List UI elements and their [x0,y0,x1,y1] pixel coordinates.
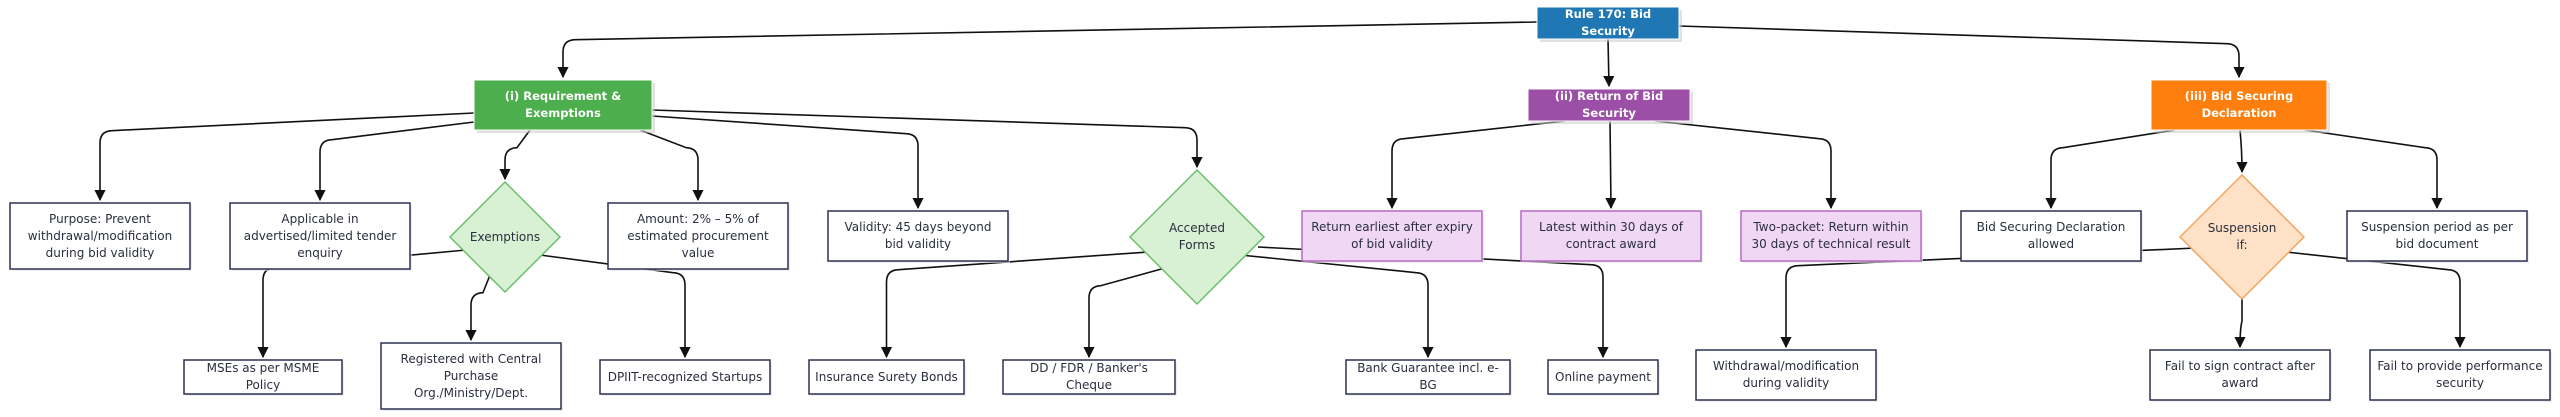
edge-requirement-to-exemptions [499,129,531,181]
node-accepted-forms[interactable]: Accepted Forms [1169,220,1225,252]
edge-suspension-if-to-fail-sign [2234,299,2246,349]
edge-accepted-forms-to-dd-fdr [1083,267,1166,359]
shape-suspension-period [2346,210,2528,262]
shapes-layer [9,6,2552,411]
node-suspension-if[interactable]: Suspension if: [2207,220,2277,252]
shape-fail-sign [2149,349,2331,401]
shape-bank-guarantee [1345,359,1511,395]
shape-requirement [473,79,653,131]
shape-online-payment [1547,359,1659,395]
shape-amount [607,202,789,270]
edge-suspension-if-to-withdrawal [1780,247,2197,349]
edge-accepted-forms-to-online-payment [1257,246,1609,359]
shape-validity [827,210,1009,262]
node-return-earliest[interactable]: Return earliest after expiry of bid vali… [1311,220,1473,251]
edge-declaration-to-suspension-if [2236,129,2248,174]
edge-accepted-forms-to-insurance [880,251,1149,359]
node-dpiit-startups[interactable]: DPIIT-recognized Startups [607,369,763,384]
node-amount[interactable]: Amount: 2% – 5% of estimated procurement… [627,211,769,260]
node-withdrawal-modification[interactable]: Withdrawal/modification during validity [1712,359,1860,390]
shape-root [1536,6,1680,40]
node-suspension-period[interactable]: Suspension period as per bid document [2361,220,2513,251]
edge-suspension-if-to-fail-performance [2285,251,2466,349]
node-rule-170-bid-security[interactable]: Rule 170: Bid Security [1564,7,1652,38]
edge-requirement-to-applicable [314,121,475,202]
shape-two-packet [1740,210,1922,262]
node-requirement-exemptions[interactable]: (i) Requirement & Exemptions [504,89,622,120]
node-validity[interactable]: Validity: 45 days beyond bid validity [844,220,992,251]
node-fail-performance-security[interactable]: Fail to provide performance security [2377,359,2543,390]
edges-layer [94,21,2466,359]
shape-return [1527,88,1691,122]
shape-withdrawal [1695,349,1877,401]
shape-latest-30 [1520,210,1702,262]
edge-declaration-to-suspension-period [2304,129,2443,210]
node-two-packet-return[interactable]: Two-packet: Return within 30 days of tec… [1751,220,1911,251]
edge-requirement-to-amount [639,129,704,202]
shape-suspension-if [2178,173,2306,301]
edge-exemptions-to-registered [465,274,491,342]
node-insurance-surety-bonds[interactable]: Insurance Surety Bonds [815,369,958,384]
node-latest-within-30-days[interactable]: Latest within 30 days of contract award [1539,220,1683,251]
shape-applicable [229,202,411,270]
node-purpose[interactable]: Purpose: Prevent withdrawal/modification… [27,211,173,260]
edge-root-to-return [1603,38,1615,88]
edge-requirement-to-accepted-forms [651,109,1203,169]
edge-requirement-to-validity [651,115,924,210]
node-exemptions[interactable]: Exemptions [469,229,541,244]
edge-return-to-return-earliest [1386,120,1566,210]
edge-exemptions-to-dpiit [539,254,691,359]
shape-dpiit [599,359,771,395]
edge-accepted-forms-to-bank-guarantee [1239,254,1434,359]
node-dd-fdr-bankers-cheque[interactable]: DD / FDR / Banker's Cheque [1030,361,1148,392]
edge-root-to-declaration [1678,25,2245,79]
node-return-of-bid-security[interactable]: (ii) Return of Bid Security [1554,89,1664,120]
shape-registered [380,342,562,410]
node-mses[interactable]: MSEs as per MSME Policy [206,361,320,392]
shape-mses [183,359,343,395]
edge-root-to-requirement [557,21,1538,79]
node-bid-securing-declaration[interactable]: (iii) Bid Securing Declaration [2184,89,2294,120]
edge-return-to-two-packet [1654,120,1837,210]
shape-declaration [2150,79,2328,131]
edge-return-to-latest-30 [1605,120,1617,210]
shape-return-earliest [1301,210,1483,262]
edge-requirement-to-purpose [94,112,475,202]
shape-exemptions [448,180,562,294]
node-bank-guarantee[interactable]: Bank Guarantee incl. e-BG [1357,361,1499,392]
shape-bsd-allowed [1960,210,2142,262]
node-bid-securing-declaration-allowed[interactable]: Bid Securing Declaration allowed [1976,220,2126,251]
shape-purpose [9,202,191,270]
shape-fail-performance [2369,349,2551,401]
shape-accepted-forms [1128,168,1266,306]
edge-declaration-to-bsd-allowed [2045,129,2176,210]
node-applicable[interactable]: Applicable in advertised/limited tender … [243,211,397,260]
shape-insurance [808,359,965,395]
shape-dd-fdr [1002,359,1176,395]
node-online-payment[interactable]: Online payment [1555,369,1651,384]
node-fail-to-sign-contract[interactable]: Fail to sign contract after award [2164,359,2316,390]
node-registered-central-purchase[interactable]: Registered with Central Purchase Org./Mi… [400,351,542,400]
